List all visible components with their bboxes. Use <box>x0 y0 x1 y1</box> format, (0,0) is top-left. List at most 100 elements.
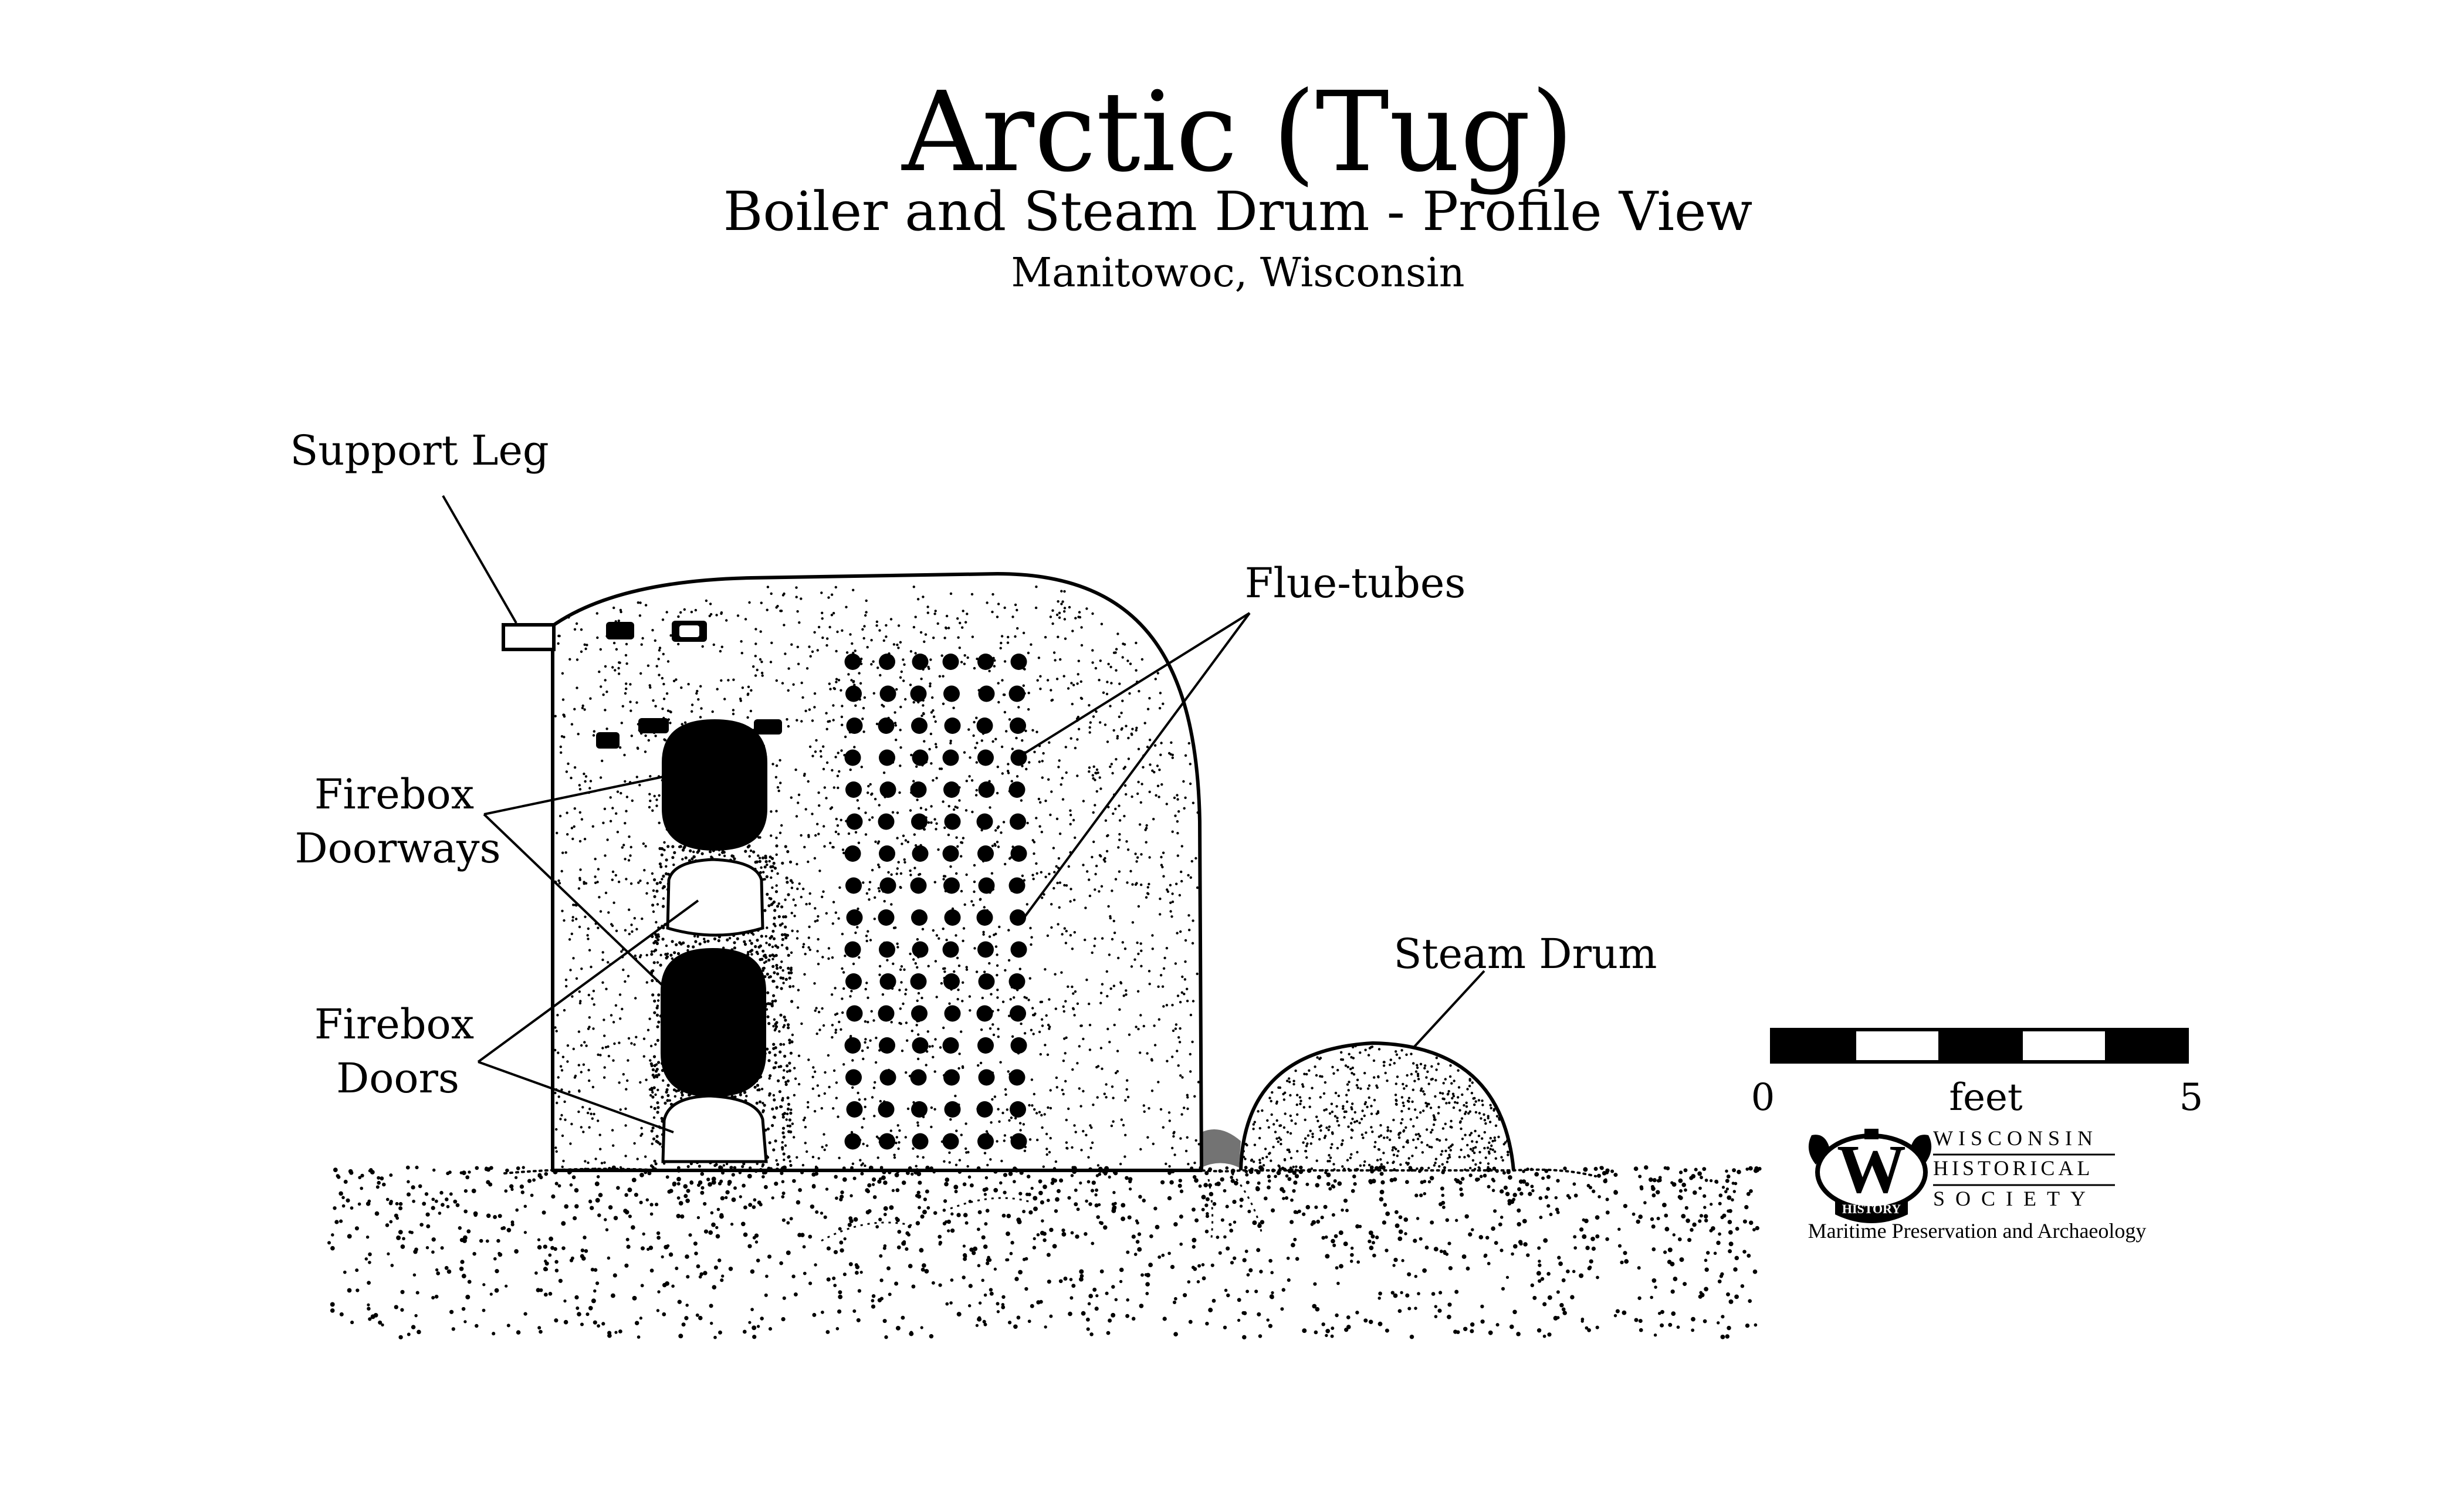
boiler-body <box>550 572 1203 1172</box>
flue-tube <box>943 1069 960 1086</box>
firebox-door-lower <box>661 1094 768 1163</box>
steam-drum <box>1239 1041 1515 1171</box>
leader-support-leg <box>442 495 517 624</box>
flue-tube <box>912 1133 929 1150</box>
flue-tube <box>978 1069 995 1086</box>
flue-tube <box>1008 685 1025 702</box>
flue-tube <box>844 749 861 766</box>
flue-tube <box>879 781 896 798</box>
page-location: Manitowoc, Wisconsin <box>1011 250 1464 296</box>
support-leg <box>502 623 556 651</box>
flue-tube <box>879 941 895 958</box>
scale-unit-label: feet <box>1949 1076 2022 1119</box>
firebox-doorway-upper <box>662 719 767 851</box>
flue-tube <box>942 749 959 766</box>
label-firebox-doorways-1: Firebox <box>314 770 474 818</box>
flue-tube <box>912 654 929 670</box>
flue-tube <box>977 941 994 958</box>
scale-start-label: 0 <box>1751 1076 1775 1119</box>
flue-tube <box>845 877 862 894</box>
leader-flue-tubes-a <box>1023 612 1251 755</box>
flue-tube <box>879 1133 895 1150</box>
leader-doorway-lower <box>483 813 670 993</box>
flue-tube <box>844 1037 861 1054</box>
flue-tube <box>1010 941 1027 958</box>
flue-tube <box>879 1069 896 1086</box>
page-title: Arctic (Tug) <box>901 68 1573 197</box>
flue-tube <box>911 1101 928 1118</box>
flue-tube <box>944 717 961 734</box>
flue-tube <box>846 813 863 830</box>
flue-tube <box>1010 717 1026 734</box>
flue-tube <box>910 973 927 990</box>
flue-tube <box>845 1069 862 1086</box>
flue-tube <box>910 877 927 894</box>
flue-tube <box>910 781 927 798</box>
flue-tube <box>1010 1101 1026 1118</box>
flue-tube <box>845 781 862 798</box>
flue-tube-grid <box>844 654 1027 1150</box>
flue-tube <box>846 909 863 926</box>
label-steam-drum: Steam Drum <box>1394 930 1657 978</box>
flue-tube <box>912 749 929 766</box>
flue-tube <box>976 1101 993 1118</box>
flue-tube <box>879 973 896 990</box>
flue-tube <box>879 877 896 894</box>
flue-tube <box>977 1037 994 1054</box>
flue-tube <box>977 654 994 670</box>
flue-tube <box>976 813 993 830</box>
scale-end-label: 5 <box>2179 1076 2204 1119</box>
page-subtitle: Boiler and Steam Drum - Profile View <box>723 180 1753 243</box>
flue-tube <box>942 1133 959 1150</box>
label-firebox-doors-2: Doors <box>336 1054 459 1102</box>
flue-tube <box>1008 973 1025 990</box>
firebox-doorway-lower <box>661 947 766 1098</box>
flue-tube <box>844 1133 861 1150</box>
flue-tube <box>879 749 895 766</box>
flue-tube <box>977 845 994 862</box>
flue-tube <box>976 909 993 926</box>
flue-tube <box>1010 654 1027 670</box>
flue-tube <box>978 685 995 702</box>
flue-tube <box>1008 1069 1025 1086</box>
leader-doorway-upper <box>483 774 669 815</box>
flue-tube <box>911 909 928 926</box>
flue-tube <box>943 877 960 894</box>
flue-tube <box>844 941 861 958</box>
flue-tube <box>910 1069 927 1086</box>
flue-tube <box>944 909 961 926</box>
flue-tube <box>846 717 863 734</box>
flue-tube <box>978 973 995 990</box>
flue-tube <box>844 654 861 670</box>
flue-tube <box>878 1101 895 1118</box>
label-firebox-doorways-2: Doorways <box>295 824 501 872</box>
flue-tube <box>977 1133 994 1150</box>
flue-tube <box>911 1005 928 1022</box>
flue-tube <box>1010 1037 1027 1054</box>
flue-tube <box>976 717 993 734</box>
flue-tube <box>911 717 928 734</box>
flue-tube <box>879 1037 895 1054</box>
flue-tube <box>878 813 895 830</box>
flue-tube <box>1010 1133 1027 1150</box>
ground-crack <box>821 1173 1263 1242</box>
label-support-leg: Support Leg <box>290 427 549 475</box>
flue-tube <box>879 845 895 862</box>
flue-tube <box>1010 845 1027 862</box>
flue-tube <box>943 781 960 798</box>
flue-tube <box>878 1005 895 1022</box>
flue-tube <box>942 1037 959 1054</box>
logo-tagline: Maritime Preservation and Archaeology <box>1808 1219 2147 1243</box>
flue-tube <box>1008 781 1025 798</box>
label-firebox-doors-1: Firebox <box>314 1000 474 1048</box>
whs-logo-wordmark: WISCONSIN HISTORICAL SOCIETY <box>1933 1126 2115 1210</box>
flue-tube <box>1010 909 1026 926</box>
scale-bar <box>1770 1028 2189 1064</box>
flue-tube <box>943 685 960 702</box>
leader-flue-tubes-b <box>1023 612 1251 919</box>
flue-tube <box>879 685 896 702</box>
flue-tube <box>911 813 928 830</box>
flue-tube <box>845 685 862 702</box>
